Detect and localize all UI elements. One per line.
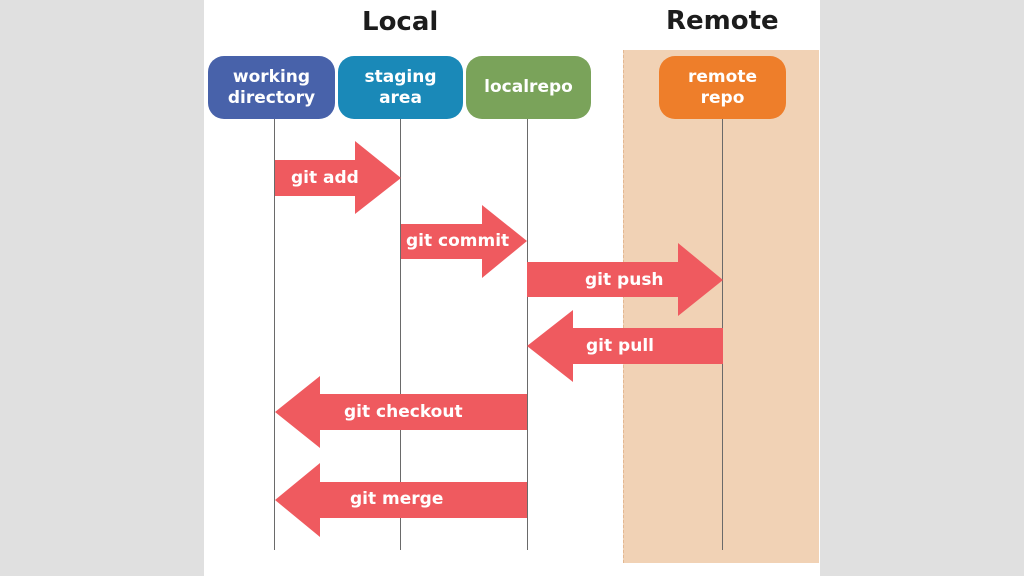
remote-zone [623,50,819,563]
git-merge-arrow [275,463,527,537]
git-add-arrow [275,141,401,214]
git-checkout-label: git checkout [344,402,463,422]
staging-area-label-line-2: area [379,87,422,108]
working-directory-label-line-1: working [232,66,311,87]
working-directory-label-line-2: directory [227,87,316,108]
git-pull-label: git pull [586,336,654,356]
remote-repo-label-line-1: remote [688,66,757,87]
localrepo-label: localrepo [484,77,573,97]
git-commit-arrow [401,205,527,278]
staging-area-node: staging area [338,56,463,119]
staging-area-lifeline [400,119,401,550]
staging-area-label-line-1: staging [364,66,437,87]
git-push-arrow [527,243,723,316]
localrepo-lifeline [527,119,528,550]
working-directory-lifeline [274,119,275,550]
localrepo-node: localrepo [466,56,591,119]
git-pull-arrow [527,310,723,382]
git-add-label: git add [291,168,359,188]
remote-heading: Remote [666,6,779,36]
git-merge-label: git merge [350,489,444,509]
remote-repo-node: remote repo [659,56,786,119]
git-push-label: git push [585,270,664,290]
git-checkout-arrow [275,376,527,448]
local-heading: Local [362,7,439,37]
remote-repo-label-line-2: repo [700,87,745,108]
working-directory-node: working directory [208,56,335,119]
git-commit-label: git commit [406,231,510,251]
